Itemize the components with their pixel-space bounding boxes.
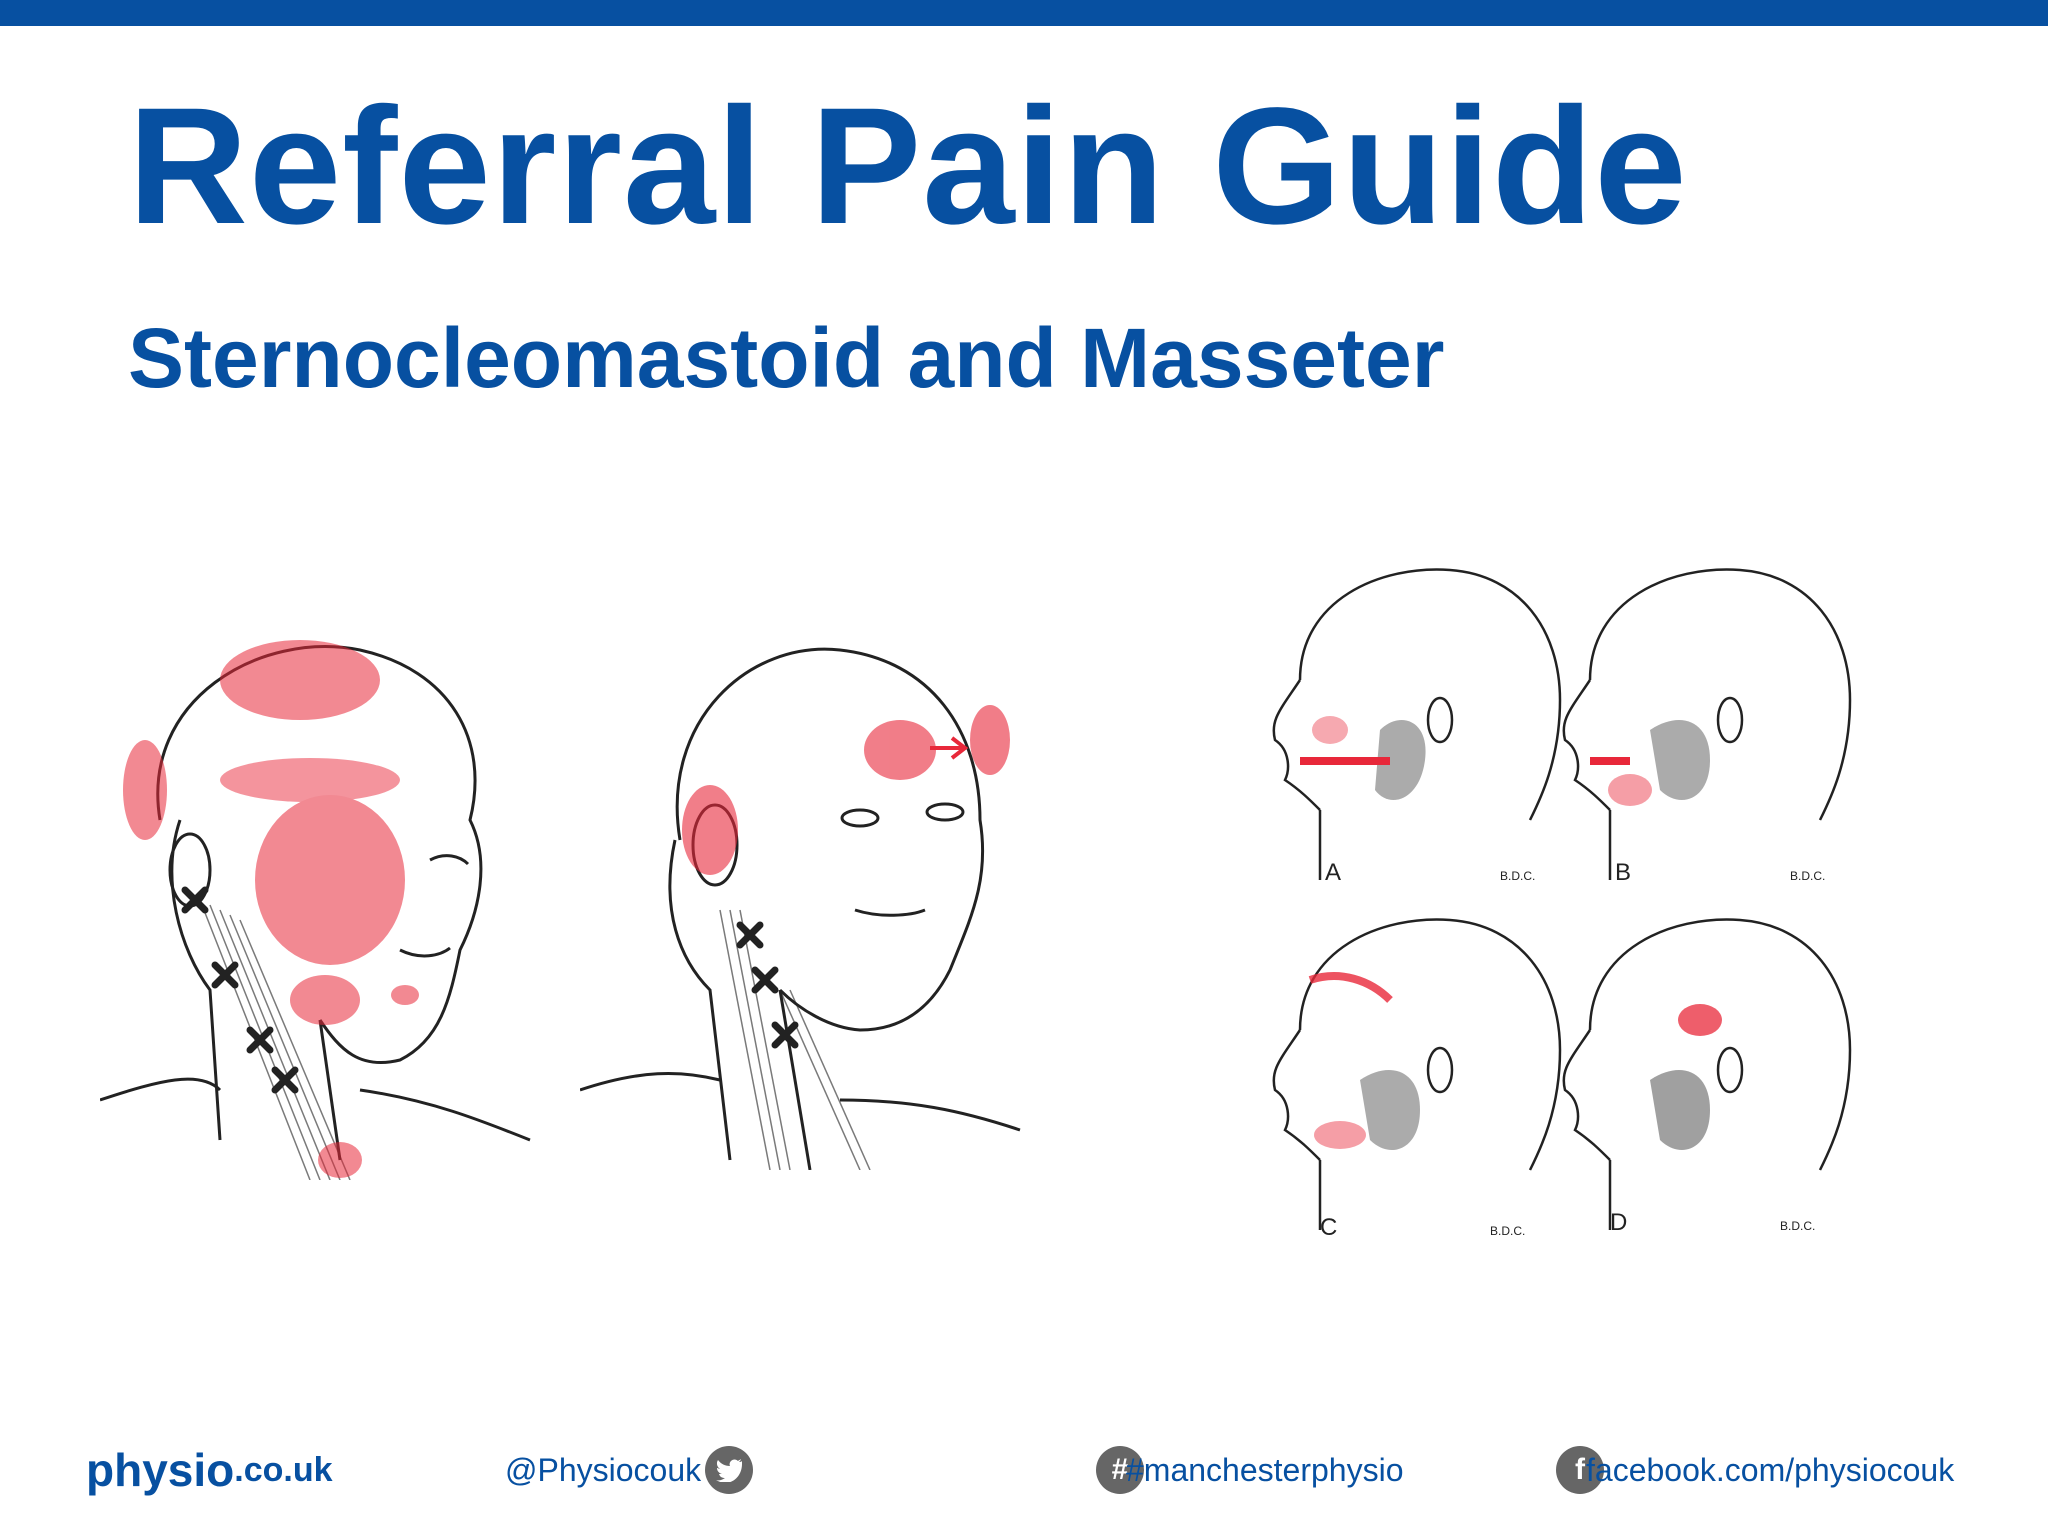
panel-label-c: C [1320,1214,1337,1240]
trigger-points [736,921,799,1049]
footer: physio.co.uk @Physiocouk # #manchesterph… [0,1420,2048,1520]
panel-initials-a: B.D.C. [1500,869,1535,883]
scm-clavicular-illustration [580,647,1021,1170]
hashtag-text: #manchesterphysio [1126,1451,1404,1488]
panel-label-d: D [1610,1209,1627,1236]
masseter-panel-a: A B.D.C. [1272,568,1562,886]
brand-main: physio [86,1444,235,1496]
hashtag-icon: # [1096,1446,1144,1494]
pain-zones [123,640,419,1178]
page-title: Referral Pain Guide [128,74,1688,259]
facebook-text: facebook.com/physiocouk [1586,1451,1955,1488]
brand-domain: .co.uk [234,1450,333,1489]
brand-logo[interactable]: physio.co.uk [86,1420,333,1520]
page-subtitle: Sternocleomastoid and Masseter [128,311,1445,405]
panel-label-b: B [1615,859,1631,886]
scm-sternal-illustration [100,640,531,1180]
pain-zones [682,705,1010,875]
masseter-illustrations: A B.D.C. B B.D.C. C B.D.C. [1272,568,1852,1240]
panel-initials-b: B.D.C. [1790,869,1825,883]
panel-initials-c: B.D.C. [1490,1224,1525,1238]
twitter-handle: @Physiocouk [505,1451,702,1488]
masseter-panel-b: B B.D.C. [1562,568,1852,886]
masseter-panel-d: D B.D.C. [1562,918,1852,1236]
panel-label-a: A [1325,859,1341,886]
twitter-icon [705,1446,754,1494]
facebook-link[interactable]: f facebook.com/physiocouk [1556,1420,1954,1520]
top-bar [0,0,2048,26]
trigger-points [181,886,299,1094]
masseter-panel-c: C B.D.C. [1272,918,1562,1240]
facebook-icon: f [1556,1446,1604,1494]
panel-initials-d: B.D.C. [1780,1219,1815,1233]
twitter-link[interactable]: @Physiocouk [505,1420,754,1520]
hashtag-link[interactable]: # #manchesterphysio [1096,1420,1403,1520]
